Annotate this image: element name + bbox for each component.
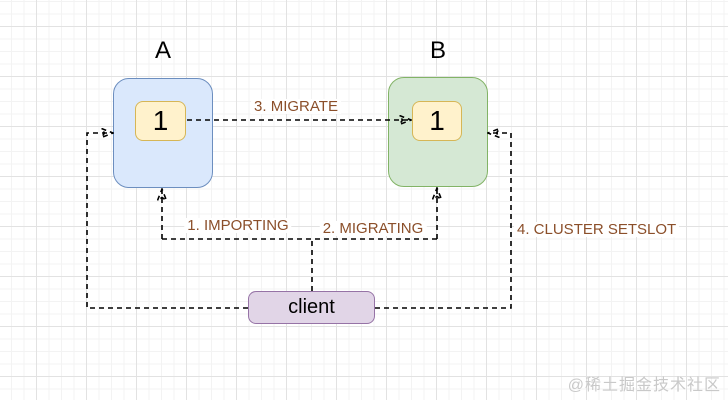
node-b-slot-1: 1 [412, 101, 462, 141]
watermark-text: @稀土掘金技术社区 [567, 377, 721, 394]
node-a-slot-1: 1 [135, 101, 186, 141]
edge-label-importing: 1. IMPORTING [184, 218, 292, 233]
edge-label-migrate: 3. MIGRATE [251, 99, 341, 114]
edge-label-migrating: 2. MIGRATING [319, 221, 427, 236]
node-b-title: B [429, 37, 446, 64]
client-box: client [248, 291, 375, 324]
node-a-title: A [154, 37, 171, 64]
edge-label-cluster-setslot: 4. CLUSTER SETSLOT [514, 222, 680, 237]
